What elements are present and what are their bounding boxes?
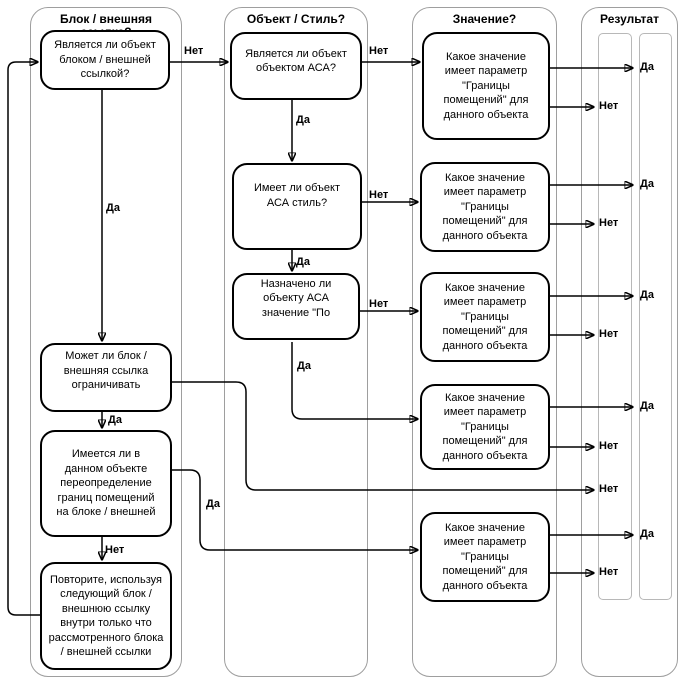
result-label: Нет bbox=[599, 566, 619, 578]
branch-label: Да bbox=[106, 202, 120, 214]
result-label: Нет bbox=[599, 100, 619, 112]
branch-label: Да bbox=[297, 360, 311, 372]
branch-label: Да bbox=[108, 414, 122, 426]
result-label: Нет bbox=[599, 217, 619, 229]
node-repeat-next-block-xref: Повторите, используя следующий блок / вн… bbox=[40, 562, 172, 670]
result-sublane-no bbox=[598, 33, 632, 600]
node-value-check-5: Какое значение имеет параметр "Границы п… bbox=[420, 512, 550, 602]
branch-label: Нет bbox=[184, 45, 204, 57]
node-is-aca-object: Является ли объект объектом АСА? bbox=[230, 32, 362, 100]
result-label: Нет bbox=[599, 440, 619, 452]
node-can-block-xref-limit: Может ли блок / внешняя ссылка ограничив… bbox=[40, 343, 172, 412]
result-label: Нет bbox=[599, 328, 619, 340]
result-label: Да bbox=[640, 528, 654, 540]
node-has-room-boundary-override: Имеется ли в данном объекте переопределе… bbox=[40, 430, 172, 537]
lane-title-result: Результат bbox=[600, 12, 659, 26]
result-sublane-yes bbox=[639, 33, 672, 600]
node-value-check-2: Какое значение имеет параметр "Границы п… bbox=[420, 162, 550, 252]
branch-label: Нет bbox=[105, 544, 125, 556]
node-has-aca-style: Имеет ли объект АСА стиль? bbox=[232, 163, 362, 250]
result-label: Да bbox=[640, 289, 654, 301]
node-is-block-or-xref: Является ли объект блоком / внешней ссыл… bbox=[40, 30, 170, 90]
lane-object-style: Объект / Стиль? bbox=[224, 7, 368, 677]
node-value-check-4: Какое значение имеет параметр "Границы п… bbox=[420, 384, 550, 470]
node-value-check-3: Какое значение имеет параметр "Границы п… bbox=[420, 272, 550, 362]
result-label: Нет bbox=[599, 483, 619, 495]
lane-title-object-style: Объект / Стиль? bbox=[246, 12, 346, 26]
lane-result: Результат bbox=[581, 7, 678, 677]
branch-label: Да bbox=[296, 114, 310, 126]
branch-label: Нет bbox=[369, 189, 389, 201]
branch-label: Нет bbox=[369, 298, 389, 310]
lane-title-value: Значение? bbox=[452, 12, 517, 26]
branch-label: Нет bbox=[369, 45, 389, 57]
result-label: Да bbox=[640, 178, 654, 190]
result-label: Да bbox=[640, 61, 654, 73]
node-aca-value-by: Назначено ли объекту АСА значение "По bbox=[232, 273, 360, 340]
node-value-check-1: Какое значение имеет параметр "Границы п… bbox=[422, 32, 550, 140]
branch-label: Да bbox=[206, 498, 220, 510]
result-label: Да bbox=[640, 400, 654, 412]
branch-label: Да bbox=[296, 256, 310, 268]
